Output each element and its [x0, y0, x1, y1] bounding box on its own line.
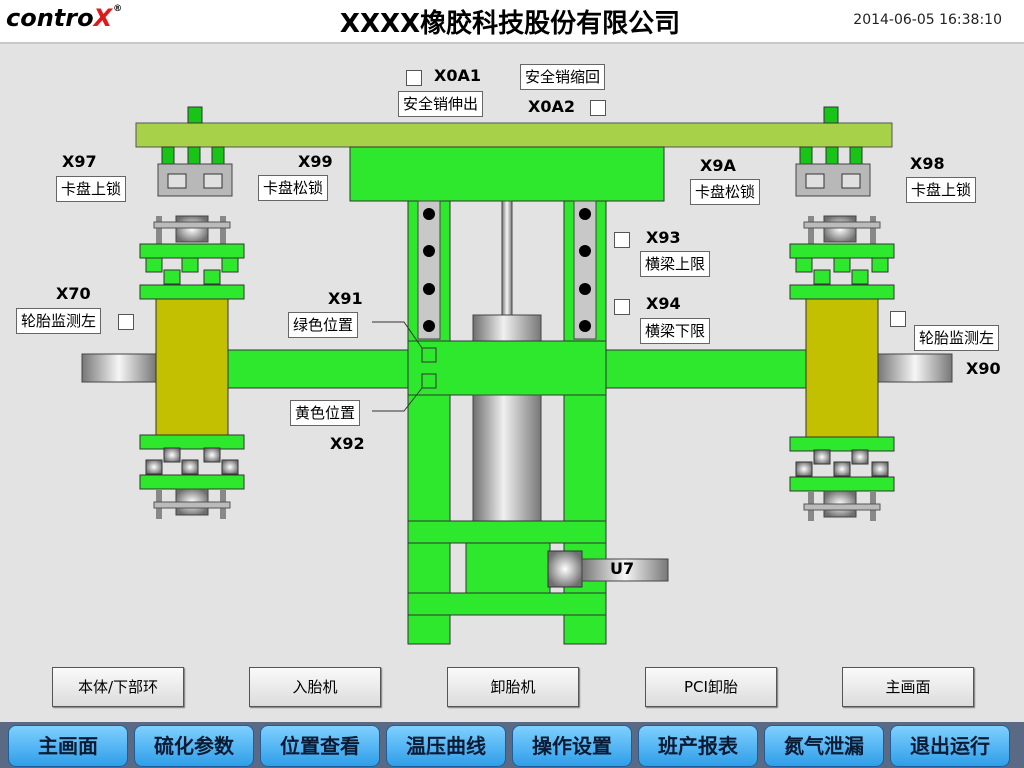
- loader-button[interactable]: 入胎机: [249, 667, 381, 707]
- bottom-nav: 主画面 硫化参数 位置查看 温压曲线 操作设置 班产报表 氮气泄漏 退出运行: [0, 722, 1024, 768]
- tag-x97: X97: [62, 152, 97, 171]
- tire-monitor-right-label: 轮胎监测左: [914, 325, 1000, 351]
- tag-x92: X92: [330, 434, 365, 453]
- tag-x0a1: X0A1: [434, 66, 481, 85]
- beam-lower-limit-label: 横梁下限: [640, 318, 711, 344]
- page-title: XXXX橡胶科技股份有限公司: [339, 9, 681, 39]
- tire-monitor-left-label: 轮胎监测左: [16, 308, 102, 334]
- nav-shift-report[interactable]: 班产报表: [638, 725, 758, 767]
- safety-pin-retract-label: 安全销缩回: [520, 64, 606, 90]
- datetime-display: 2014-06-05 16:38:10: [853, 12, 1002, 28]
- u7-valve: [547, 550, 583, 588]
- pci-unload-button[interactable]: PCI卸胎: [645, 667, 777, 707]
- machine-diagram: X0A1 X0A2 X97 X99 X9A X98 X93 X94 X70 X9…: [0, 44, 1024, 664]
- yellow-position-label: 黄色位置: [290, 400, 361, 426]
- safety-pin-extend-label: 安全销伸出: [398, 91, 484, 117]
- left-tire: [155, 298, 229, 436]
- tag-x93: X93: [646, 228, 681, 247]
- crossbeam: [407, 340, 607, 396]
- chuck-unlock-left-label: 卡盘松锁: [258, 175, 329, 201]
- tag-x70: X70: [56, 284, 91, 303]
- lower-cylinder: [472, 394, 542, 522]
- left-pin: [187, 106, 203, 124]
- nav-exit[interactable]: 退出运行: [890, 725, 1010, 767]
- nav-main-screen[interactable]: 主画面: [8, 725, 128, 767]
- left-arm: [225, 349, 409, 389]
- chuck-lock-right-label: 卡盘上锁: [906, 177, 977, 203]
- top-beam: [135, 122, 893, 148]
- tag-x99: X99: [298, 152, 333, 171]
- chuck-unlock-right-label: 卡盘松锁: [690, 179, 761, 205]
- tag-x91: X91: [328, 289, 363, 308]
- tag-x9a: X9A: [700, 156, 736, 175]
- main-screen-button[interactable]: 主画面: [842, 667, 974, 707]
- nav-temp-pressure[interactable]: 温压曲线: [386, 725, 506, 767]
- x0a2-indicator: [590, 100, 606, 116]
- x70-indicator: [118, 314, 134, 330]
- nav-operation-settings[interactable]: 操作设置: [512, 725, 632, 767]
- right-pin: [823, 106, 839, 124]
- x93-indicator: [614, 232, 630, 248]
- tag-x94: X94: [646, 294, 681, 313]
- chuck-lock-left-label: 卡盘上锁: [56, 176, 127, 202]
- body-lower-ring-button[interactable]: 本体/下部环: [52, 667, 184, 707]
- nav-position-view[interactable]: 位置查看: [260, 725, 380, 767]
- tag-u7: U7: [610, 559, 635, 578]
- beam-upper-limit-label: 横梁上限: [640, 251, 711, 277]
- tag-x98: X98: [910, 154, 945, 173]
- piston-head: [472, 314, 542, 342]
- tag-x90: X90: [966, 359, 1001, 378]
- tag-x0a2: X0A2: [528, 97, 575, 116]
- right-tire: [805, 298, 879, 438]
- brand-logo: controX®: [6, 4, 123, 32]
- center-rod: [501, 200, 513, 316]
- nav-cure-params[interactable]: 硫化参数: [134, 725, 254, 767]
- unloader-button[interactable]: 卸胎机: [447, 667, 579, 707]
- nav-nitrogen-leak[interactable]: 氮气泄漏: [764, 725, 884, 767]
- x0a1-indicator: [406, 70, 422, 86]
- right-arm: [605, 349, 807, 389]
- green-position-label: 绿色位置: [288, 312, 359, 338]
- header-bar: controX® XXXX橡胶科技股份有限公司 2014-06-05 16:38…: [0, 0, 1024, 44]
- x94-indicator: [614, 299, 630, 315]
- center-top-plate: [349, 146, 665, 202]
- tire-monitor-right-indicator: [890, 311, 906, 327]
- press-schematic: [81, 106, 953, 645]
